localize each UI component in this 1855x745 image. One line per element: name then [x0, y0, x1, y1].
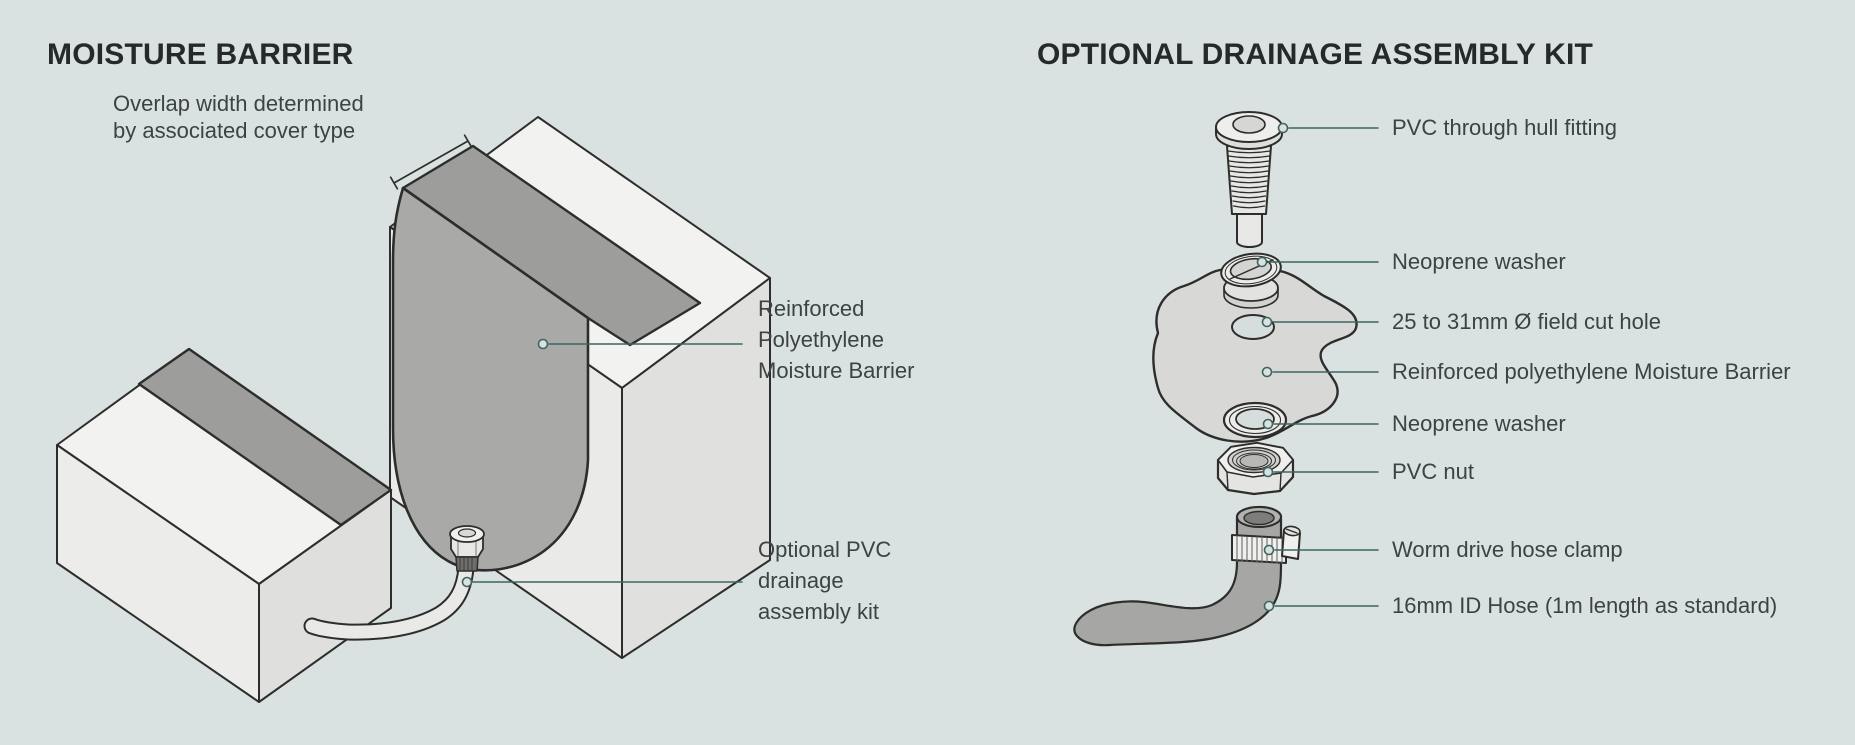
leader-dot-washer-top [1256, 256, 1268, 268]
drainage-kit-illustration [1073, 111, 1379, 647]
label-barrier-patch: Reinforced polyethylene Moisture Barrier [1392, 359, 1791, 384]
pvc-nut [1216, 441, 1295, 496]
left-leaders [461, 338, 743, 588]
left-panel-title: MOISTURE BARRIER [47, 38, 354, 71]
label-line: Reinforced [758, 296, 865, 321]
neoprene-washer-bottom [1222, 401, 1288, 439]
right-leaders [1256, 122, 1379, 612]
label-reinforced-barrier: Reinforced Polyethylene Moisture Barrier [758, 293, 914, 386]
leader-dot-clamp [1263, 544, 1275, 556]
moisture-barrier-sheet [391, 186, 590, 572]
label-line: Polyethylene [758, 327, 884, 352]
label-optional-drainage-kit: Optional PVC drainage assembly kit [758, 534, 891, 627]
label-field-cut-hole: 25 to 31mm Ø field cut hole [1392, 309, 1662, 334]
label-pvc-nut: PVC nut [1392, 459, 1474, 484]
moisture-barrier-illustration [56, 116, 771, 703]
drain-fitting [449, 525, 485, 572]
leader-dot-hose [1263, 600, 1275, 612]
overlap-annotation-line2: by associated cover type [113, 118, 356, 143]
left-cover-box [56, 347, 393, 703]
label-worm-drive-clamp: Worm drive hose clamp [1392, 537, 1623, 562]
label-line: Moisture Barrier [758, 358, 915, 383]
overlap-dimension-line [389, 134, 473, 190]
leader-dot-barrier [537, 338, 549, 350]
label-line: Optional PVC [758, 537, 892, 562]
worm-drive-clamp [1231, 525, 1301, 564]
drain-hose-right [1073, 505, 1283, 647]
leader-dot-washer-bottom [1262, 418, 1274, 430]
label-line: drainage [758, 568, 844, 593]
label-neoprene-washer-bottom: Neoprene washer [1392, 411, 1566, 436]
leader-dot-hole [1261, 316, 1273, 328]
label-line: assembly kit [758, 599, 880, 624]
drain-hose-left [303, 559, 475, 641]
leader-dot-nut [1262, 466, 1274, 478]
leader-dot-patch [1261, 366, 1273, 378]
label-neoprene-washer-top: Neoprene washer [1392, 249, 1566, 274]
leader-dot-kit [461, 576, 473, 588]
leader-dot-fitting [1277, 122, 1289, 134]
barrier-patch [1152, 267, 1358, 443]
overlap-annotation: Overlap width determined by associated c… [113, 90, 364, 144]
through-hull-fitting [1215, 111, 1283, 248]
label-hose: 16mm ID Hose (1m length as standard) [1392, 593, 1778, 618]
overlap-annotation-line1: Overlap width determined [113, 91, 364, 116]
right-panel-title: OPTIONAL DRAINAGE ASSEMBLY KIT [1037, 38, 1594, 71]
label-through-hull-fitting: PVC through hull fitting [1392, 115, 1618, 140]
